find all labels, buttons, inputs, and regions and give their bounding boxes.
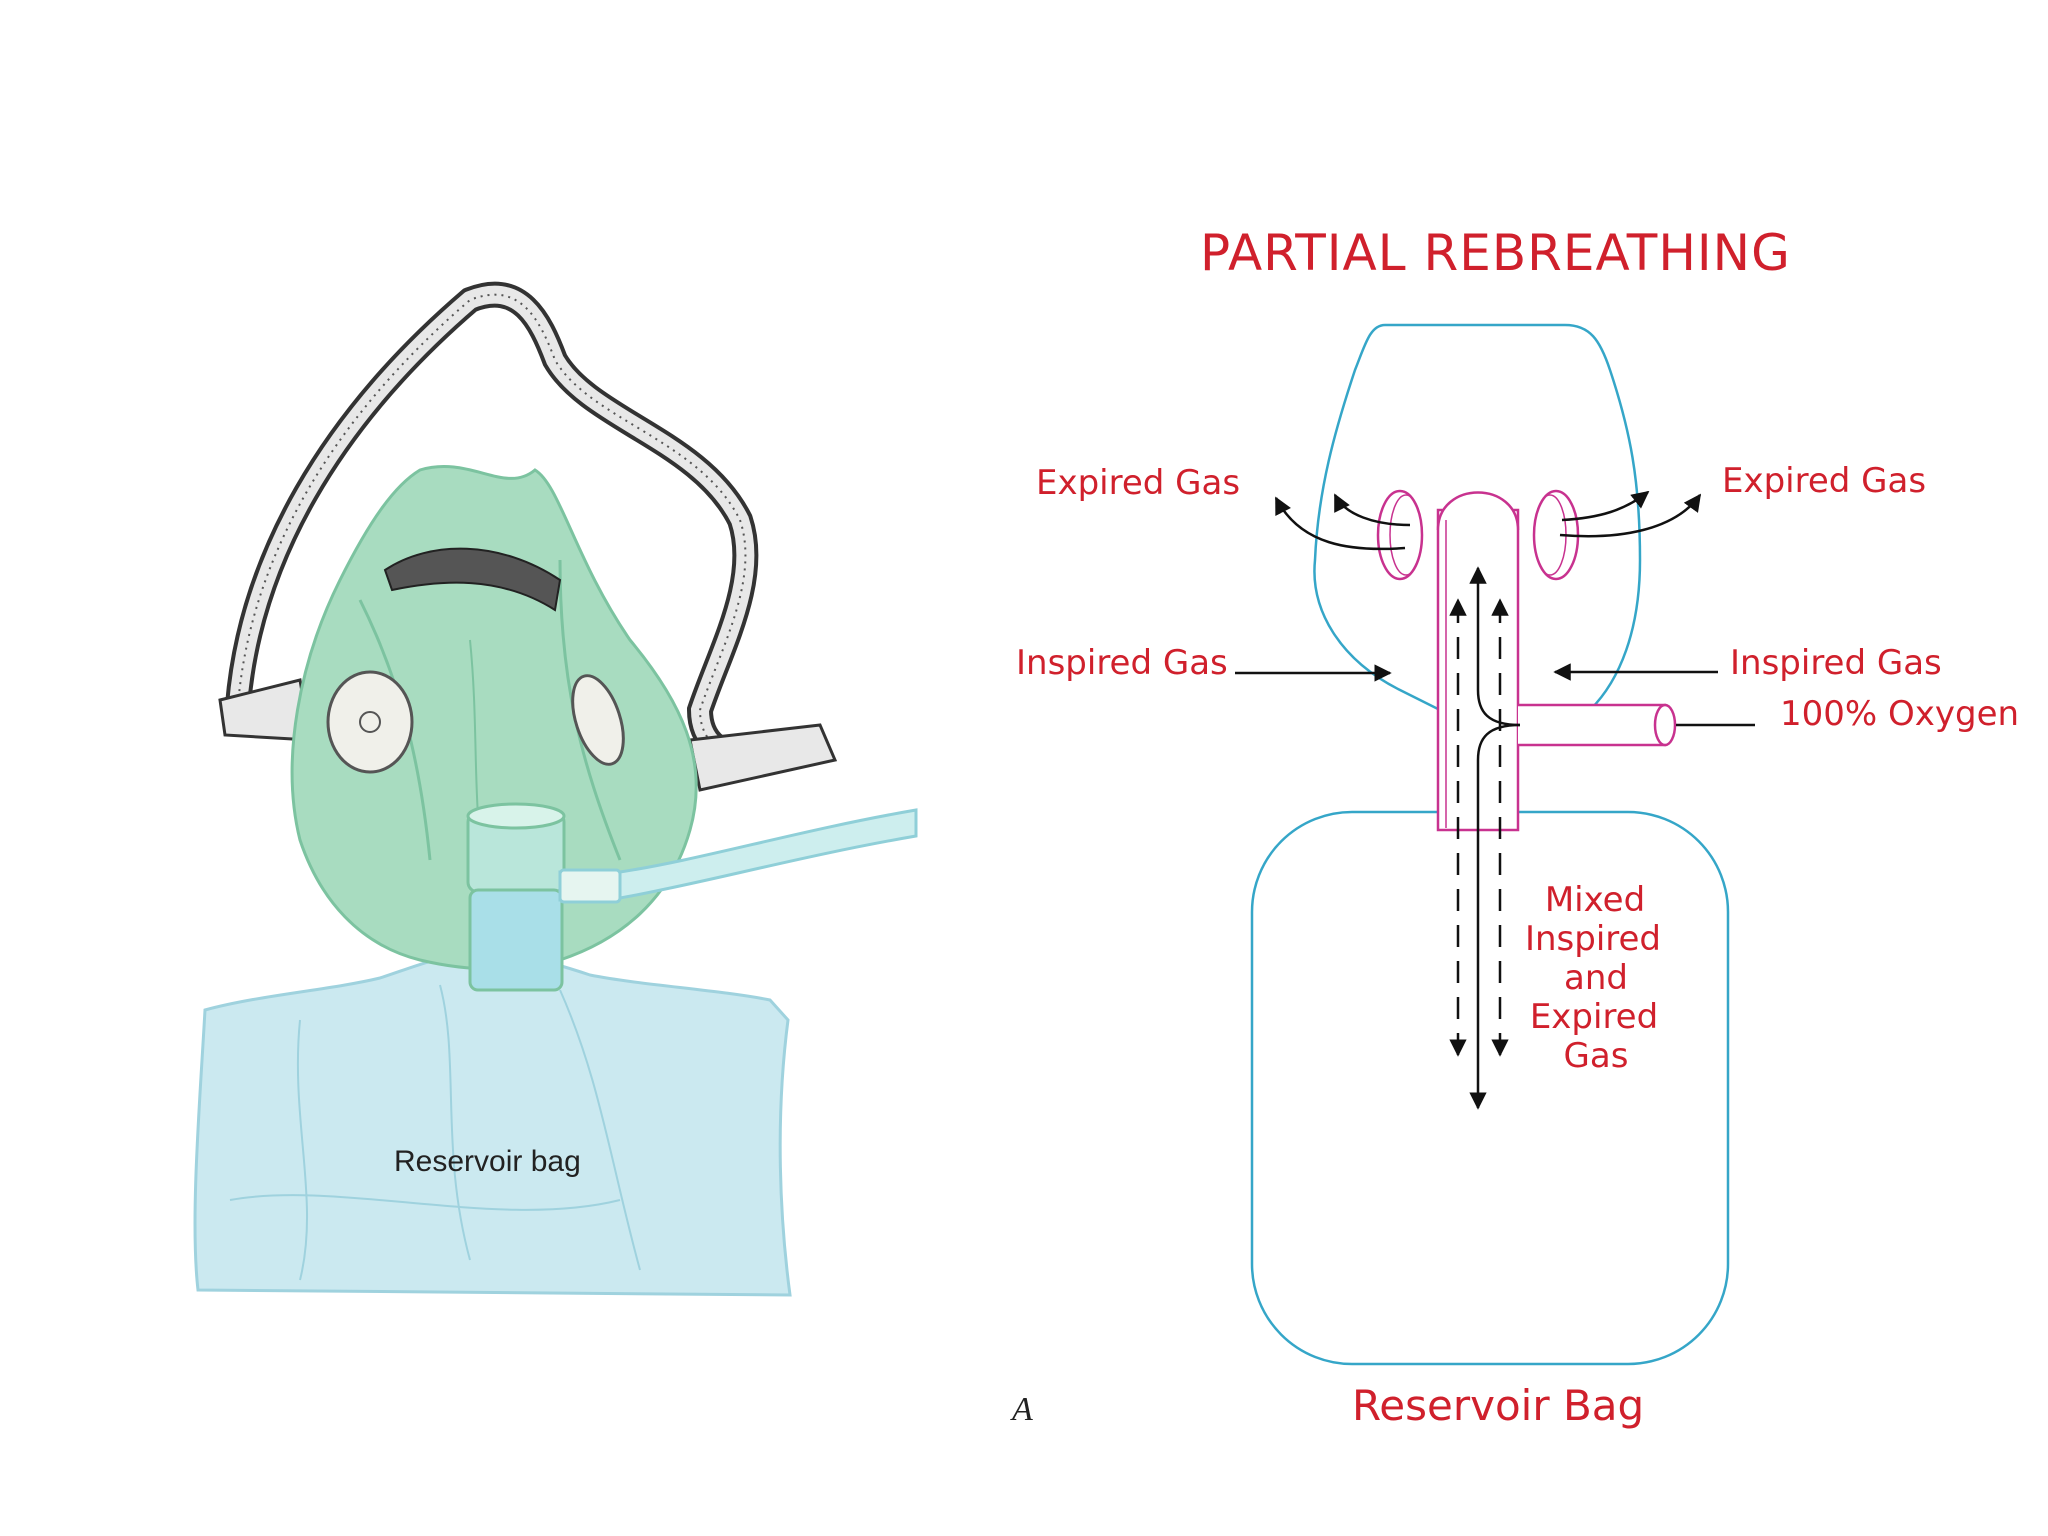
nose-clip: [383, 547, 562, 612]
mixed-line-3: and: [1564, 958, 1628, 998]
mixed-line-1: Mixed: [1545, 880, 1645, 920]
right-exhalation-port: [571, 674, 625, 766]
mixed-line-5: Gas: [1564, 1036, 1629, 1076]
label-reservoir-bag: Reservoir Bag: [1352, 1381, 1644, 1430]
diagram-title: PARTIAL REBREATHING: [1200, 224, 1791, 282]
flow-arrows: [1235, 490, 1755, 1110]
label-mixed-gas: Mixed Inspired and Expired Gas: [1525, 880, 1661, 1076]
reservoir-bag-caption: Reservoir bag: [394, 1145, 581, 1178]
expired-arrow-right-inner: [1561, 490, 1650, 522]
label-expired-gas-right: Expired Gas: [1722, 461, 1926, 501]
reservoir-bag-outline: [1250, 810, 1730, 1366]
label-expired-gas-left: Expired Gas: [1036, 463, 1240, 503]
label-inspired-gas-right: Inspired Gas: [1730, 643, 1942, 683]
label-inspired-gas-left: Inspired Gas: [1016, 643, 1228, 683]
mask-illustration: Reservoir bag: [193, 281, 918, 1297]
label-oxygen: 100% Oxygen: [1780, 694, 2019, 734]
mixed-line-4: Expired: [1530, 997, 1658, 1037]
left-valve: [1376, 489, 1424, 581]
mixed-line-2: Inspired: [1525, 919, 1661, 959]
figure-letter: A: [1010, 1391, 1033, 1428]
expired-arrow-right-outer: [1559, 493, 1702, 538]
reservoir-bag-drawing: [193, 953, 792, 1297]
oxygen-inlet-tube: [1518, 703, 1677, 747]
central-flow-down: [1469, 723, 1521, 1110]
schematic-diagram: PARTIAL REBREATHING: [1010, 224, 2019, 1430]
oxygen-tubing: [558, 808, 918, 902]
face-mask: [290, 465, 698, 971]
expired-arrow-left-inner: [1333, 493, 1411, 527]
expired-arrow-left-outer: [1274, 496, 1406, 551]
left-exhalation-port: [326, 670, 414, 774]
